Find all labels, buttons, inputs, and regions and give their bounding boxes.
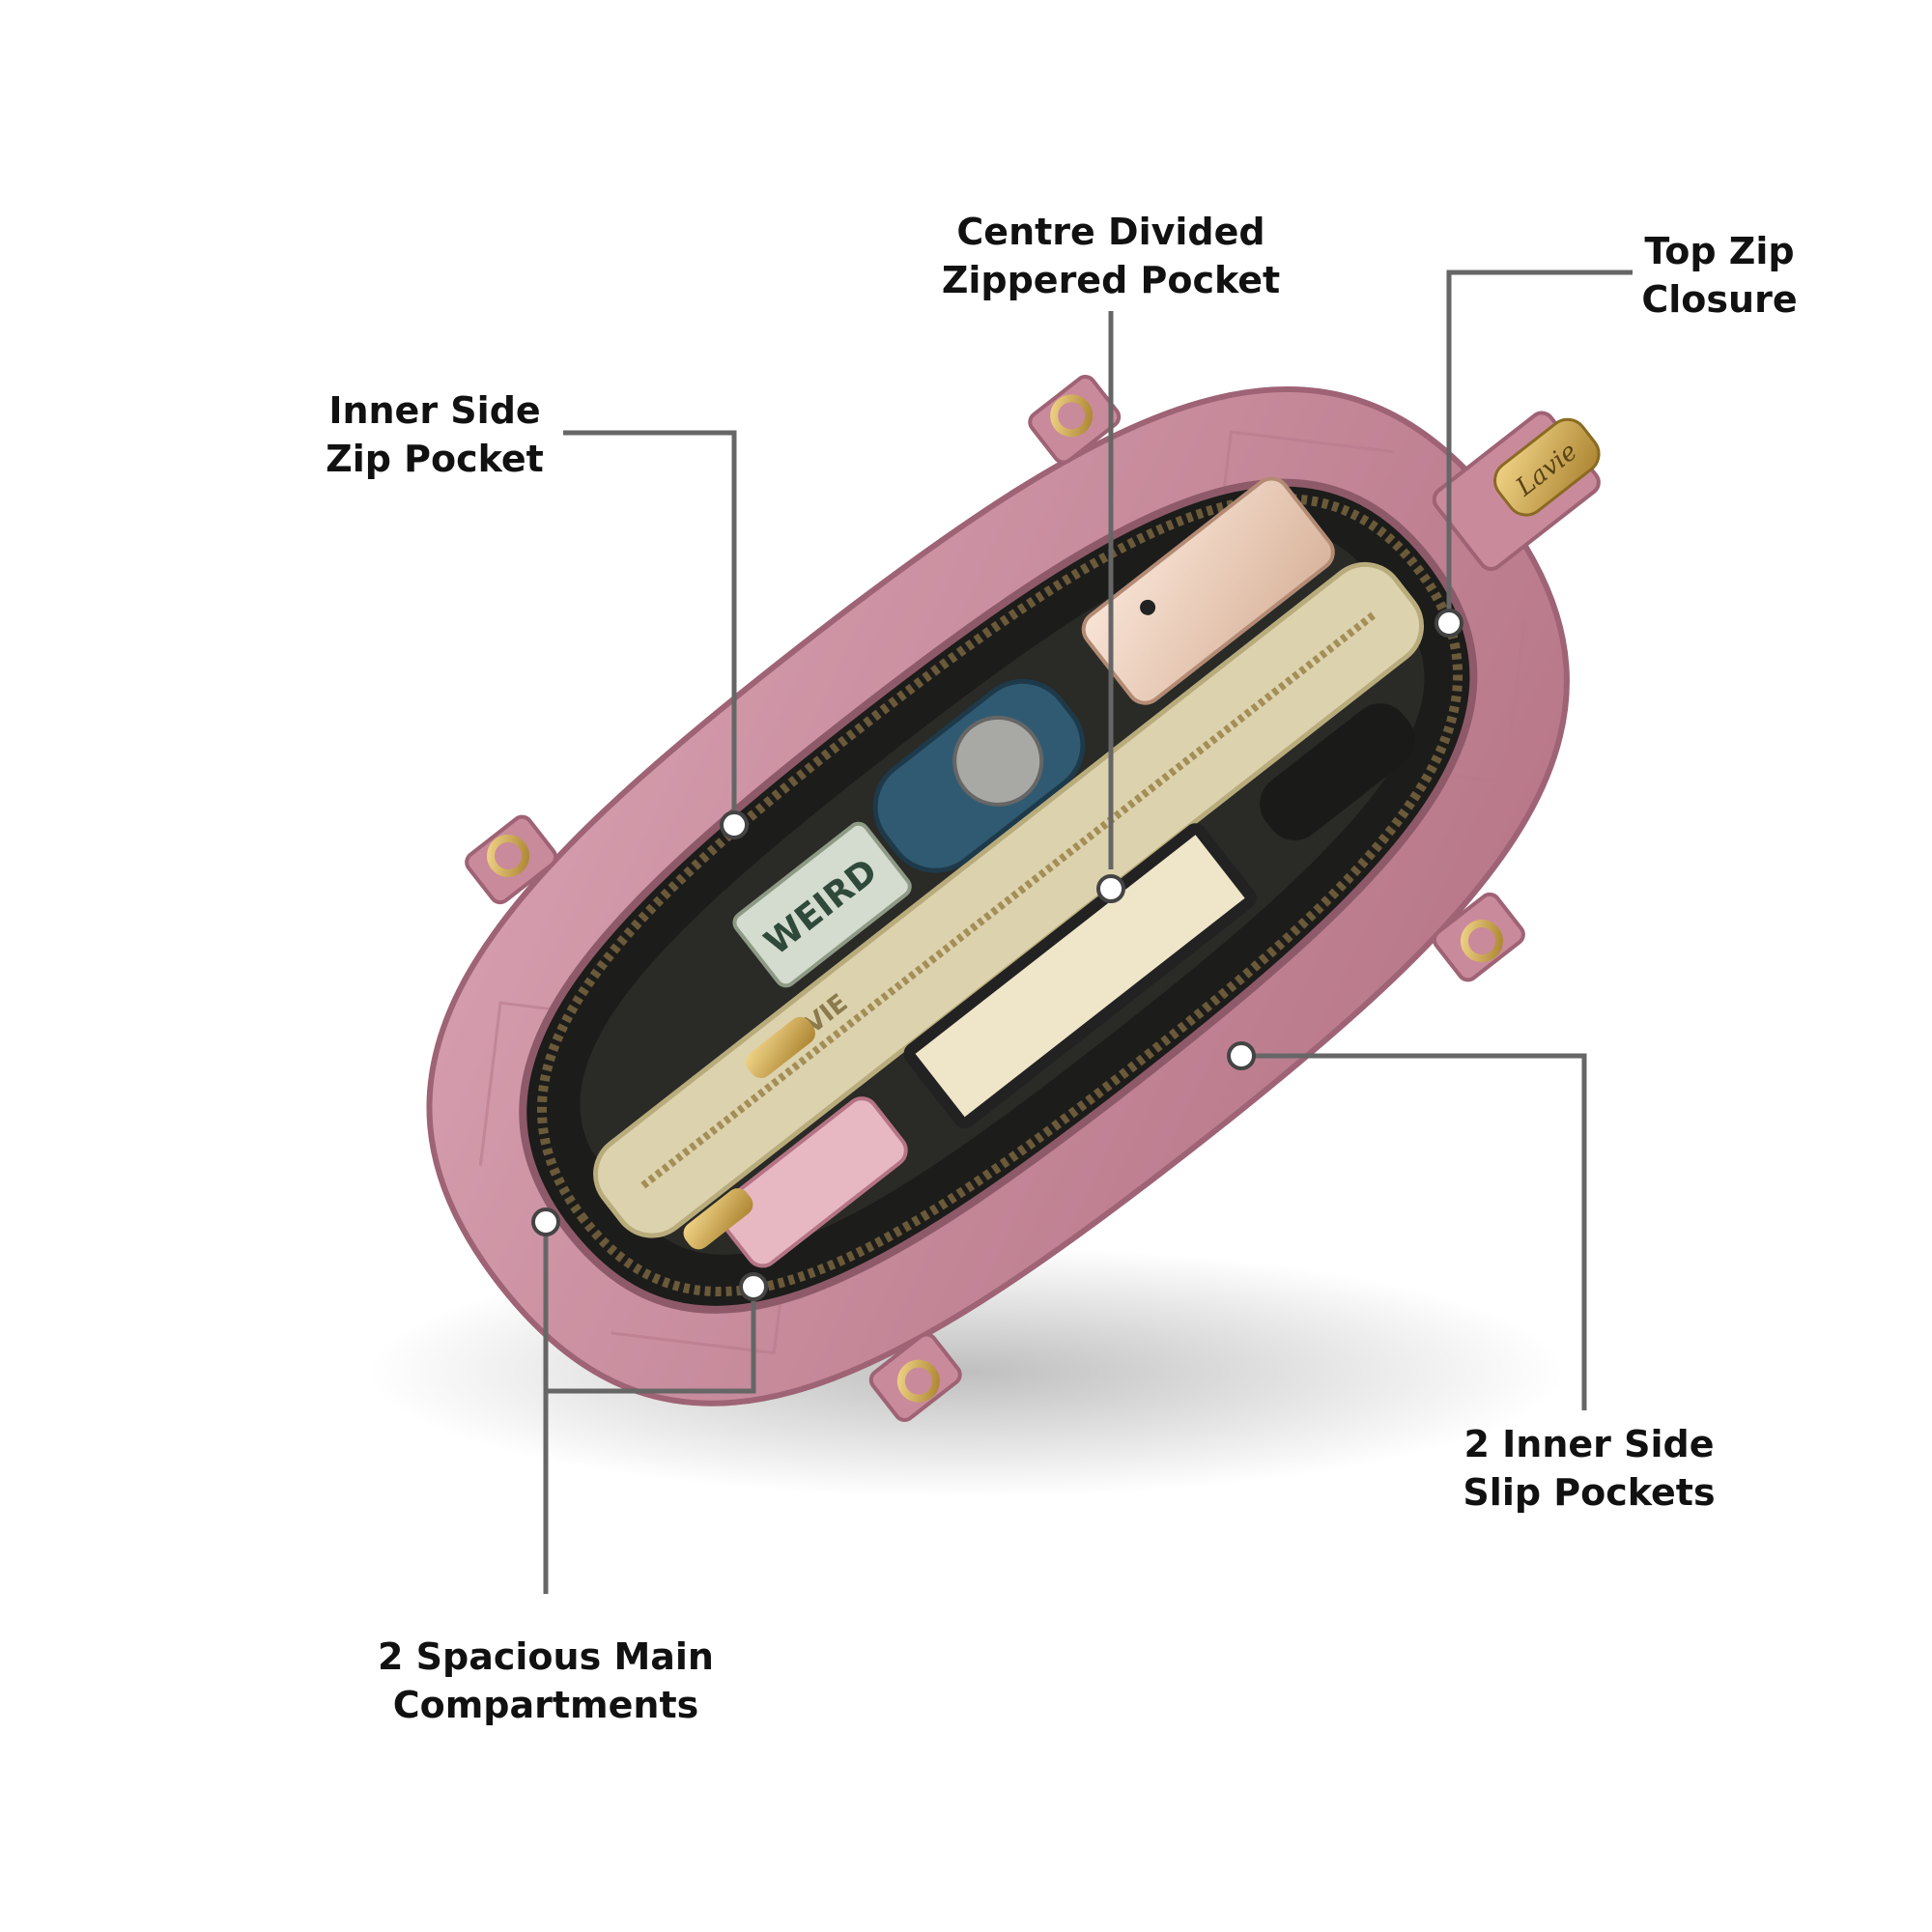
callout-centre-divided-line2: Zippered Pocket: [941, 259, 1281, 301]
callout-inner-side-zip-line1: Inner Side: [328, 389, 541, 432]
callout-main-compartments-line1: 2 Spacious Main: [378, 1635, 714, 1678]
pouch: [732, 821, 912, 988]
handle-tab-right-bottom: [1432, 892, 1525, 982]
leader-line-inner-side-zip: [563, 430, 737, 825]
wallet: [716, 1096, 908, 1268]
metal-ring: [487, 834, 530, 877]
callout-dot-centre-divided: [1096, 874, 1125, 903]
callout-dot-main-compartment-1: [531, 1208, 560, 1236]
callout-top-zip-line2: Closure: [1641, 278, 1798, 321]
zip-puller-gold: [1493, 417, 1601, 517]
leader-line-main-compartments-join: [546, 1287, 756, 1394]
callout-dot-top-zip: [1435, 609, 1463, 638]
callout-centre-divided: Centre Divided Zippered Pocket: [918, 208, 1304, 304]
glasses-case: [1260, 703, 1415, 840]
callout-inner-side-zip-line2: Zip Pocket: [326, 438, 544, 480]
callout-main-compartments-line2: Compartments: [392, 1684, 699, 1726]
zip-puller-gold: [683, 1188, 753, 1250]
handle-tab-left: [465, 814, 558, 905]
handle-tab-right: [1028, 375, 1122, 465]
callout-dot-main-compartment-2: [739, 1272, 768, 1301]
centre-divider-zipper: [640, 611, 1377, 1189]
metal-ring: [896, 1359, 940, 1403]
zip-puller-gold: [746, 1016, 815, 1079]
callout-slip-pockets-line1: 2 Inner Side: [1463, 1423, 1715, 1465]
callout-slip-pockets-line2: Slip Pockets: [1463, 1471, 1716, 1514]
leader-line-top-zip: [1446, 270, 1633, 623]
callout-slip-pockets: 2 Inner Side Slip Pockets: [1449, 1420, 1729, 1517]
book: [903, 823, 1257, 1129]
metal-ring: [1460, 920, 1503, 963]
leader-line-slip-pockets: [1241, 1053, 1587, 1410]
callout-top-zip-line1: Top Zip: [1644, 230, 1795, 272]
callout-dot-slip-pockets: [1227, 1041, 1256, 1070]
top-zip-track: [536, 494, 1463, 1296]
callout-top-zip: Top Zip Closure: [1623, 227, 1816, 324]
callout-dots: [531, 609, 1463, 1301]
callout-main-compartments: 2 Spacious Main Compartments: [367, 1633, 724, 1729]
handle-tab-left-bottom: [868, 1332, 962, 1422]
callout-centre-divided-line1: Centre Divided: [956, 211, 1265, 253]
metal-ring: [1050, 394, 1094, 438]
callout-dot-inner-side-zip: [720, 810, 749, 839]
leader-lines: [543, 270, 1633, 1594]
callout-inner-side-zip: Inner Side Zip Pocket: [309, 386, 560, 483]
